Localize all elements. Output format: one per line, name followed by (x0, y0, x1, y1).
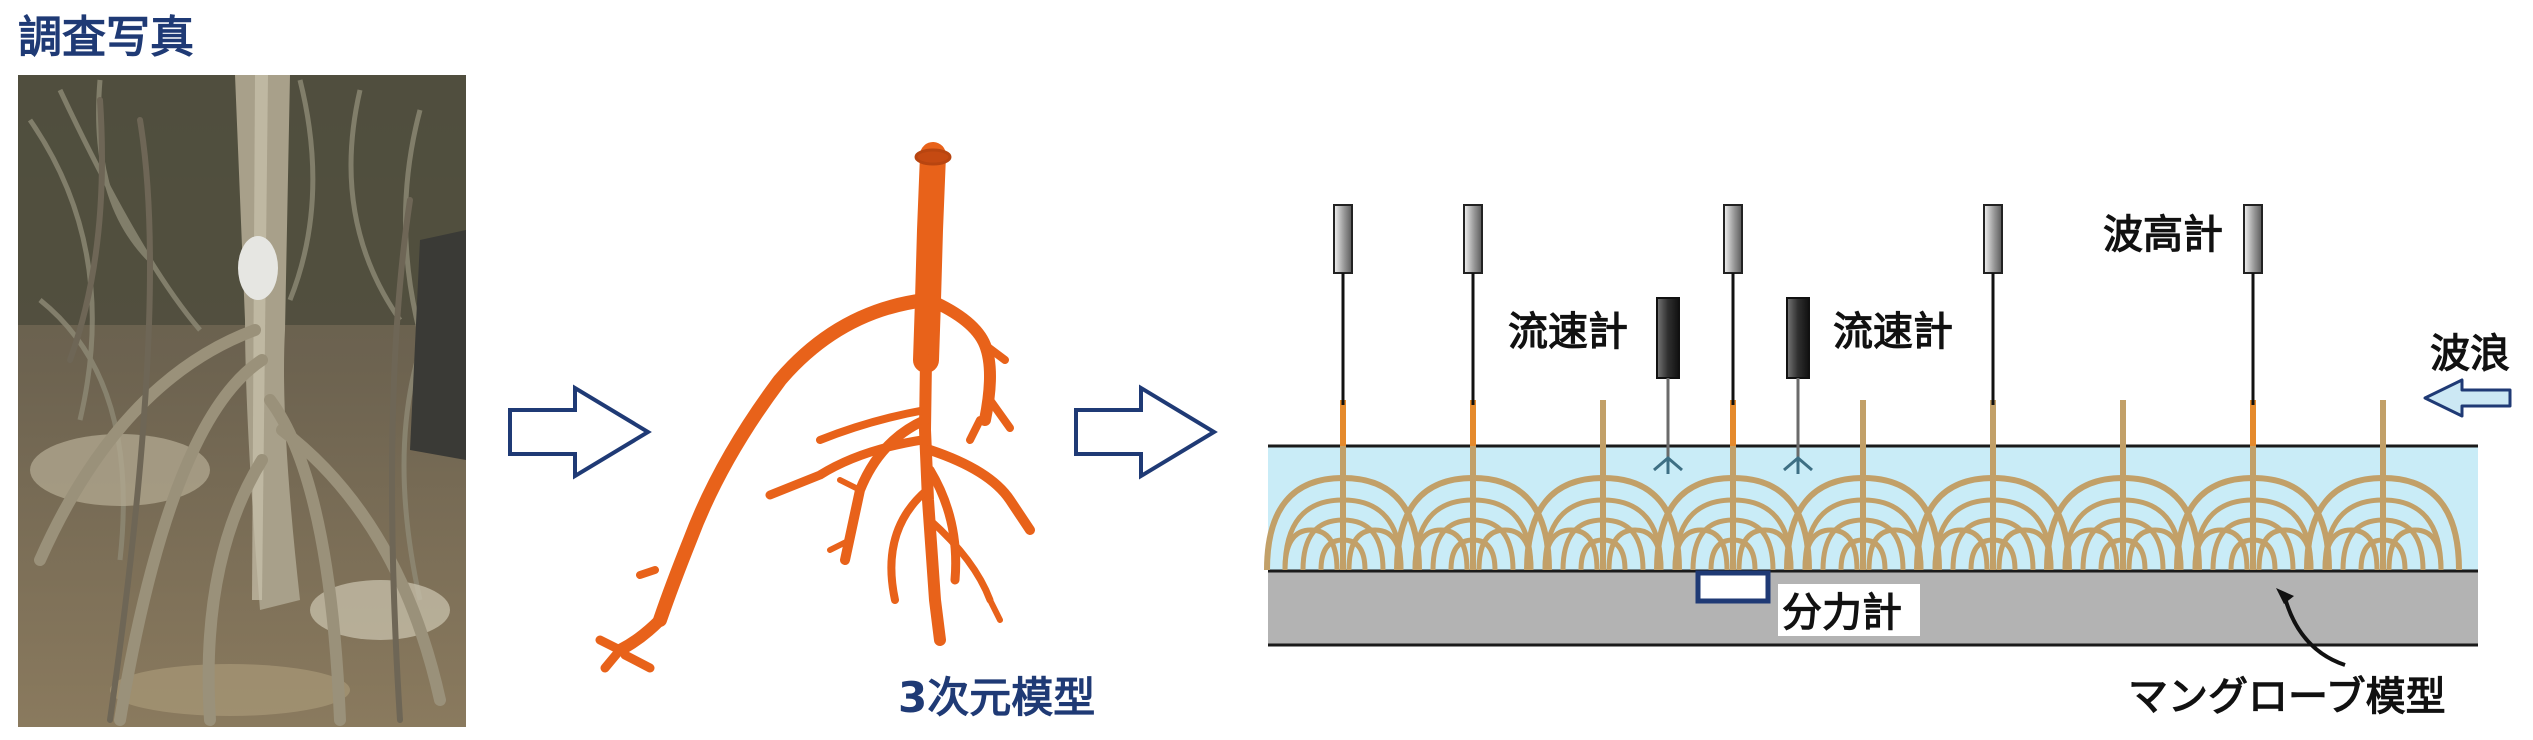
wave-gauge-label: 波高計 (2103, 212, 2223, 258)
wave-gauge-icon (1723, 204, 1743, 405)
survey-photo (18, 75, 466, 727)
wave-label: 波浪 (2430, 331, 2510, 377)
force-gauge-icon (1695, 570, 1771, 604)
root-3d-model (595, 142, 1035, 673)
mangrove-model (2304, 400, 2462, 571)
flow-meter-icon (1653, 297, 1683, 474)
flow-meter-label-1: 流速計 (1508, 309, 1628, 355)
mangrove-model (1524, 400, 1682, 571)
wave-gauge-icon (1463, 204, 1483, 405)
wave-gauge-icon (1333, 204, 1353, 405)
flow-meters (1653, 297, 1813, 474)
force-gauge-label: 分力計 (1782, 590, 1902, 636)
model-caption: 3次元模型 (898, 673, 1095, 722)
process-arrow-2-icon (1074, 384, 1218, 480)
mangrove-model (1264, 400, 1422, 571)
mangrove-model-label: マングローブ模型 (2128, 674, 2446, 720)
photo-title: 調査写真 (18, 12, 194, 63)
wave-direction-arrow-icon (2423, 378, 2512, 418)
wave-gauges (1333, 204, 2263, 405)
wave-gauge-icon (2243, 204, 2263, 405)
wave-gauge-icon (1983, 204, 2003, 405)
force-gauge: 分力計 (1695, 570, 1920, 636)
pointer-arrow-icon (2283, 597, 2346, 667)
flow-meter-icon (1783, 297, 1813, 474)
process-arrow-1-icon (508, 384, 652, 480)
flow-meter-label-2: 流速計 (1833, 309, 1953, 355)
mangrove-models (1264, 400, 2462, 571)
mangrove-model (2174, 400, 2332, 571)
mangrove-model (1654, 400, 1812, 571)
